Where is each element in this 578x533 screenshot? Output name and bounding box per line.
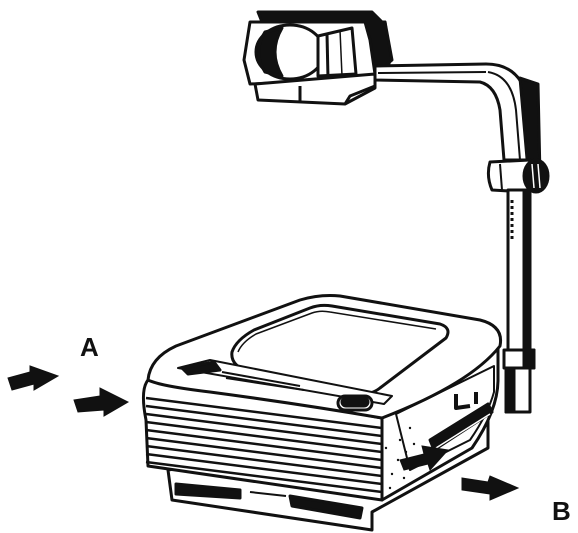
projector-base <box>141 294 503 532</box>
airflow-arrows <box>7 365 520 501</box>
projection-head <box>242 10 394 106</box>
arrow-bottom-right <box>461 475 520 501</box>
arrow-left-outer <box>7 365 60 391</box>
arrow-left-inner <box>73 387 130 417</box>
arrow-front-out <box>399 445 449 471</box>
support-arm <box>373 62 550 414</box>
label-a: A <box>80 332 99 362</box>
label-b: B <box>552 496 571 526</box>
